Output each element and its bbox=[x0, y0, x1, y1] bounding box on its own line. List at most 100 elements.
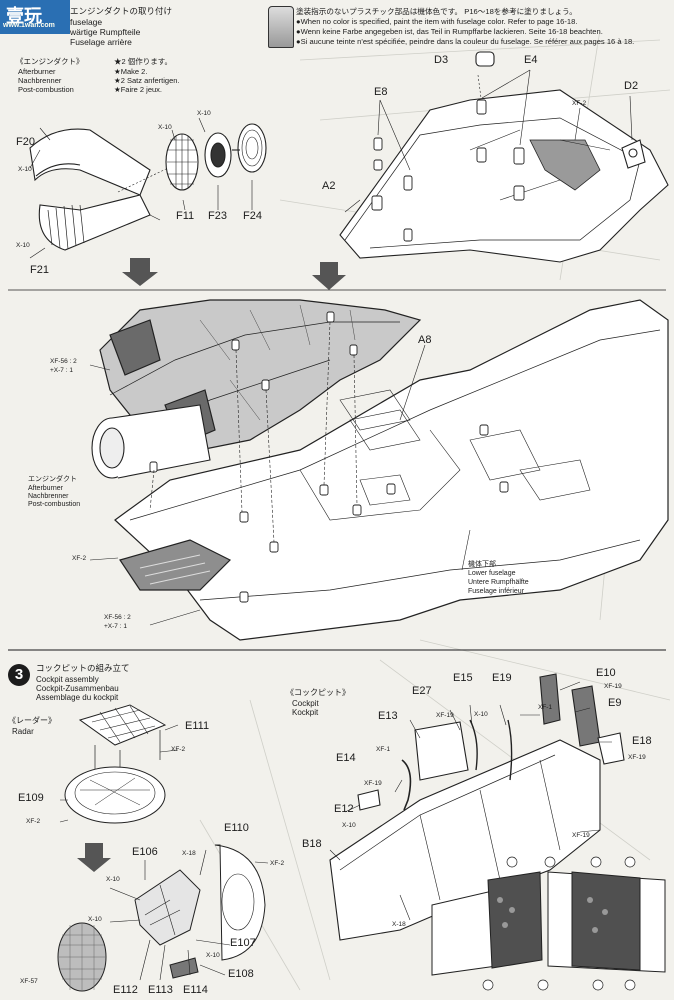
part-label-e27: E27 bbox=[412, 685, 432, 697]
step3-title-de: Cockpit-Zusammenbau bbox=[36, 684, 119, 693]
paint-label-x10: X-10 bbox=[88, 916, 102, 923]
part-label-e113: E113 bbox=[148, 984, 173, 996]
logo-url: www.1wan.com bbox=[3, 22, 55, 29]
step3-title-fr: Assemblage du kockpit bbox=[36, 693, 119, 702]
part-label-e107: E107 bbox=[230, 937, 256, 949]
main-fuselage-lower bbox=[89, 299, 669, 641]
color-note-jp: 塗装指示のないプラスチック部品は機体色です。 P16〜18を参考に塗りましょう。 bbox=[296, 7, 577, 16]
cockpit-title-jp: 《コックピット》 bbox=[286, 688, 350, 697]
paint-label-xf1: XF-1 bbox=[376, 746, 391, 753]
part-label-e10: E10 bbox=[596, 667, 616, 679]
part-label-d3: D3 bbox=[434, 54, 449, 66]
step3-title-en: Cockpit assembly bbox=[36, 675, 99, 684]
make-note-jp: ★2 個作ります。 bbox=[114, 57, 173, 66]
paint-label-xf2: XF-2 bbox=[270, 860, 285, 867]
paint-label-xf19: XF-19 bbox=[436, 712, 454, 719]
cockpit-title-en: Cockpit bbox=[292, 699, 319, 708]
paint-label-x10: X-10 bbox=[18, 166, 32, 173]
lower-fuselage-de: Untere Rumpfhälfte bbox=[468, 579, 529, 586]
afterburner-title-en: Afterburner bbox=[18, 67, 56, 76]
paint-can-icon bbox=[268, 6, 294, 48]
step-number-badge: 3 bbox=[8, 664, 30, 686]
part-label-f23: F23 bbox=[208, 210, 227, 222]
part-label-e108: E108 bbox=[228, 968, 254, 980]
part-label-e114: E114 bbox=[183, 984, 208, 996]
lower-fuselage-fr: Fuselage inférieur bbox=[468, 588, 525, 595]
radar-title-jp: 《レーダー》 bbox=[8, 716, 56, 725]
paint-label-x10: X-10 bbox=[342, 822, 356, 829]
part-label-e13: E13 bbox=[378, 710, 398, 722]
logo-text: 壹玩 bbox=[6, 6, 42, 27]
step2-title-en: fuselage bbox=[70, 17, 103, 27]
afterburner-title-de: Nachbrenner bbox=[18, 76, 62, 85]
lower-fuselage-a2 bbox=[339, 51, 669, 263]
paint-label-x10: X-10 bbox=[158, 124, 172, 131]
site-logo: 壹玩 www.1wan.com bbox=[0, 0, 70, 34]
paint-label-xf2: XF-2 bbox=[26, 818, 41, 825]
step2-title-de: wärtige Rumpfteile bbox=[70, 27, 141, 37]
instrument-decals bbox=[431, 856, 666, 991]
part-label-f20: F20 bbox=[16, 136, 35, 148]
part-label-d2: D2 bbox=[624, 80, 639, 92]
color-note-en: ●When no color is specified, paint the i… bbox=[296, 17, 578, 26]
part-label-f11: F11 bbox=[176, 210, 195, 222]
paint-label-xf19: XF-19 bbox=[572, 832, 590, 839]
lower-fuselage-en: Lower fuselage bbox=[468, 570, 516, 577]
afterburner-parts bbox=[29, 117, 267, 259]
part-label-f24: F24 bbox=[243, 210, 262, 222]
lower-fuselage-jp: 機体下部 bbox=[468, 561, 496, 568]
part-label-e12: E12 bbox=[334, 803, 354, 815]
part-label-e112: E112 bbox=[113, 984, 138, 996]
radar-assembly bbox=[59, 704, 179, 824]
cockpit-tub bbox=[329, 673, 625, 941]
part-label-e111: E111 bbox=[185, 720, 210, 732]
paint-label-x10: X-10 bbox=[474, 711, 488, 718]
part-label-e110: E110 bbox=[224, 822, 249, 834]
part-label-f21: F21 bbox=[30, 264, 49, 276]
part-label-e14: E14 bbox=[336, 752, 356, 764]
part-label-e4: E4 bbox=[524, 54, 538, 66]
make-note-en: ★Make 2. bbox=[114, 67, 148, 76]
radar-bulkhead bbox=[57, 844, 269, 992]
make-note-de: ★2 Satz anfertigen. bbox=[114, 76, 180, 85]
paint-label-xf1: XF-1 bbox=[538, 704, 553, 711]
part-label-e15: E15 bbox=[453, 672, 473, 684]
afterburner-title-jp: 《エンジンダクト》 bbox=[16, 57, 84, 66]
radar-title-en: Radar bbox=[12, 727, 34, 736]
part-label-e9: E9 bbox=[608, 697, 622, 709]
make-note-fr: ★Faire 2 jeux. bbox=[114, 85, 162, 94]
paint-label-x10: X-10 bbox=[197, 110, 211, 117]
engine-label-jp: エンジンダクト bbox=[28, 476, 77, 483]
part-label-a2: A2 bbox=[322, 180, 336, 192]
paint-mix-xf56: XF-56 : 2 bbox=[104, 614, 131, 621]
part-label-e106: E106 bbox=[132, 846, 158, 858]
paint-label-x18: X-18 bbox=[392, 921, 406, 928]
paint-label-xf2: XF-2 bbox=[171, 746, 186, 753]
engine-label-de: Nachbrenner bbox=[28, 493, 69, 500]
part-label-b18: B18 bbox=[302, 838, 322, 850]
paint-label-x10: X-10 bbox=[206, 952, 220, 959]
paint-label-xf19: XF-19 bbox=[604, 683, 622, 690]
part-label-e109: E109 bbox=[18, 792, 44, 804]
paint-label-xf19: XF-19 bbox=[628, 754, 646, 761]
paint-label-x18: X-18 bbox=[182, 850, 196, 857]
engine-label-en: Afterburner bbox=[28, 485, 64, 492]
paint-label-xf2: XF-2 bbox=[572, 100, 587, 107]
color-note-fr: ●Si aucune teinte n'est spécifiée, peind… bbox=[296, 37, 635, 46]
color-note-de: ●Wenn keine Farbe angegeben ist, das Tei… bbox=[296, 27, 603, 36]
step2-title-jp: エンジンダクトの取り付け bbox=[70, 6, 173, 16]
paint-label-xf57: XF-57 bbox=[20, 978, 38, 985]
engine-label-fr: Post-combustion bbox=[28, 501, 81, 508]
step2-title-fr: Fuselage arrière bbox=[70, 37, 132, 47]
paint-label-x10: X-10 bbox=[106, 876, 120, 883]
paint-mix-x7: +X-7 : 1 bbox=[50, 367, 73, 374]
paint-mix-xf56: XF-56 : 2 bbox=[50, 358, 77, 365]
part-label-e19: E19 bbox=[492, 672, 512, 684]
part-label-a8: A8 bbox=[418, 334, 432, 346]
part-label-e18: E18 bbox=[632, 735, 652, 747]
paint-label-xf19: XF-19 bbox=[364, 780, 382, 787]
part-label-e8: E8 bbox=[374, 86, 388, 98]
step-arrows bbox=[77, 258, 346, 872]
step3-title-jp: コックピットの組み立て bbox=[36, 663, 130, 673]
